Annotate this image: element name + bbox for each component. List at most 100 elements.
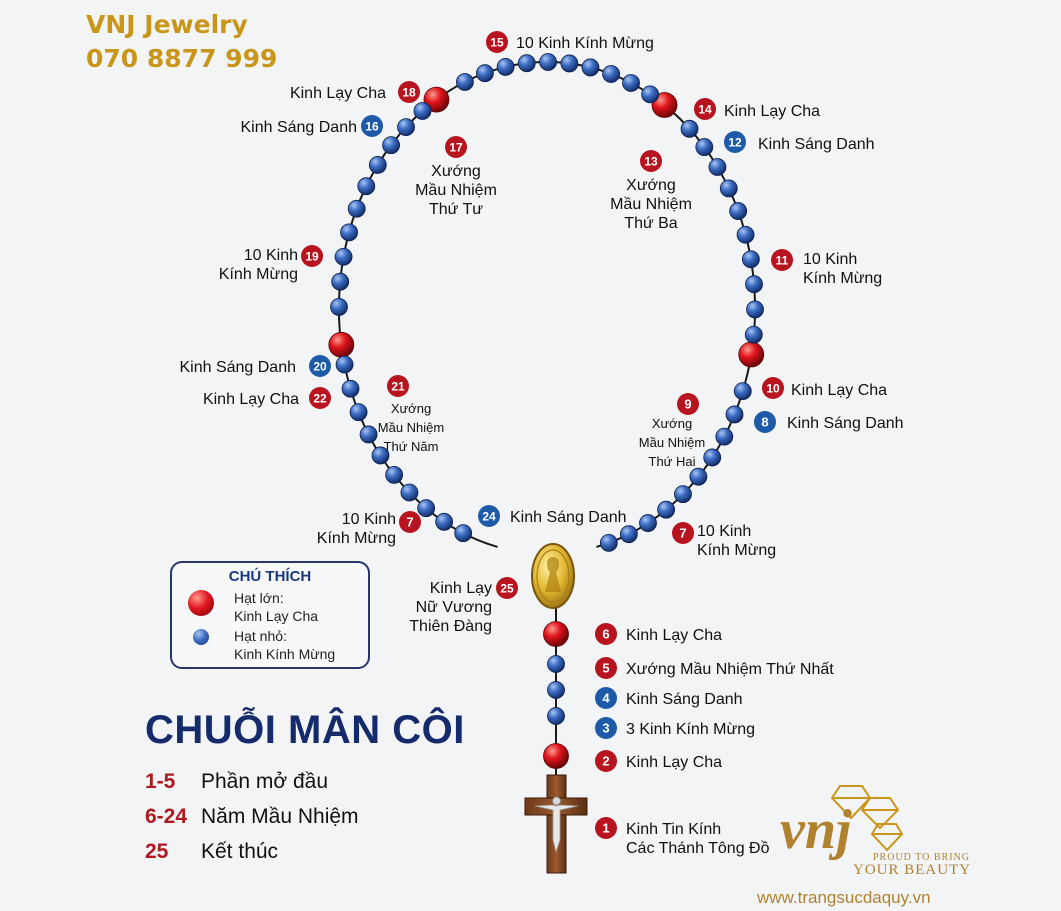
small-bead xyxy=(359,425,378,444)
step-number: 2 xyxy=(602,754,609,769)
brand-phone: 070 8877 999 xyxy=(86,44,278,73)
step-number: 1 xyxy=(602,821,609,836)
small-bead xyxy=(347,199,366,218)
step-text: Thiên Đàng xyxy=(409,618,492,635)
section-range: 6-24 xyxy=(145,805,188,828)
large-bead xyxy=(738,341,765,368)
large-bead xyxy=(328,331,355,358)
step-text: 10 Kinh Kính Mừng xyxy=(516,35,654,52)
step-text: 10 Kinh xyxy=(342,511,396,528)
step-text: Thứ Ba xyxy=(624,215,678,232)
step-number: 7 xyxy=(679,526,686,541)
small-bead xyxy=(400,483,419,502)
step-number: 5 xyxy=(602,661,609,676)
step-text: Kinh Lạy xyxy=(430,580,492,597)
page-title: CHUỖI MÂN CÔI xyxy=(145,708,465,752)
legend-large-label-2: Kinh Lạy Cha xyxy=(234,608,319,624)
step-badge xyxy=(361,115,383,137)
step-number: 10 xyxy=(766,382,780,396)
small-bead xyxy=(689,467,708,486)
step-text: Nữ Vương xyxy=(416,599,492,616)
small-bead xyxy=(371,446,390,465)
step-text: Kinh Sáng Danh xyxy=(626,691,743,708)
small-bead xyxy=(331,272,350,291)
step-text: Kính Mừng xyxy=(219,266,298,283)
website-link[interactable]: www.trangsucdaquy.vn xyxy=(757,888,931,907)
step-text: Kinh Lạy Cha xyxy=(203,391,299,408)
step-text: 3 Kinh Kính Mừng xyxy=(626,721,755,738)
step-badge xyxy=(387,375,409,397)
step-text: Kính Mừng xyxy=(803,270,882,287)
vnj-logo xyxy=(830,785,904,852)
step-badge xyxy=(672,522,694,544)
step-text: Xướng xyxy=(431,163,481,180)
step-text: Xướng Mầu Nhiệm Thứ Nhất xyxy=(626,661,834,678)
large-bead xyxy=(543,621,569,647)
small-bead xyxy=(539,53,557,71)
step-badge xyxy=(595,817,617,839)
step-text: Mầu Nhiệm xyxy=(415,182,497,199)
step-label-2: 2 Kinh Lạy Cha xyxy=(595,750,722,772)
small-bead xyxy=(657,500,676,519)
section-label: Kết thúc xyxy=(201,840,279,863)
small-bead xyxy=(496,58,515,76)
small-bead xyxy=(560,54,579,73)
step-number: 18 xyxy=(402,86,416,100)
step-badge xyxy=(694,98,716,120)
step-badge xyxy=(595,657,617,679)
small-bead xyxy=(715,427,734,446)
section-key-3: 25 Kết thúc xyxy=(145,840,278,864)
step-text: Kính Mừng xyxy=(697,542,776,559)
logo-mark: vnj xyxy=(780,799,852,861)
step-badge xyxy=(724,131,746,153)
step-label-18: 18 Kinh Lạy Cha xyxy=(290,81,420,103)
legend-title: CHÚ THÍCH xyxy=(228,568,312,585)
step-number: 12 xyxy=(728,136,742,150)
small-bead xyxy=(368,156,387,174)
legend-small-label-2: Kinh Kính Mừng xyxy=(234,646,336,662)
small-bead xyxy=(680,119,699,138)
small-bead xyxy=(729,202,748,220)
small-bead xyxy=(641,85,660,104)
small-bead xyxy=(334,247,353,266)
step-text: Mầu Nhiệm xyxy=(378,420,444,435)
step-number: 13 xyxy=(644,155,658,169)
small-bead xyxy=(622,74,640,92)
logo-tagline-1: PROUD TO BRING xyxy=(873,852,970,863)
step-badge xyxy=(595,750,617,772)
pendant-layer xyxy=(524,543,588,874)
step-text: Kinh Lạy Cha xyxy=(626,627,722,644)
small-bead xyxy=(639,514,657,532)
step-number: 20 xyxy=(313,360,327,374)
step-badge xyxy=(309,387,331,409)
step-text: Mầu Nhiệm xyxy=(639,435,705,450)
step-badge xyxy=(677,393,699,415)
step-number: 14 xyxy=(698,103,712,117)
step-number: 9 xyxy=(684,397,691,412)
legend-box: CHÚ THÍCH Hạt lớn: Kinh Lạy Cha Hạt nhỏ:… xyxy=(170,561,370,669)
step-number: 17 xyxy=(449,141,463,155)
step-number: 7 xyxy=(406,515,413,530)
small-bead xyxy=(708,158,727,176)
step-label-5: 5 Xướng Mầu Nhiệm Thứ Nhất xyxy=(595,657,834,679)
step-text: Kinh Lạy Cha xyxy=(626,754,722,771)
small-bead xyxy=(602,65,620,83)
small-bead xyxy=(674,485,692,504)
small-bead xyxy=(719,179,738,198)
step-badge xyxy=(478,505,500,527)
step-text: Kinh Lạy Cha xyxy=(290,85,386,102)
large-bead xyxy=(651,92,678,118)
